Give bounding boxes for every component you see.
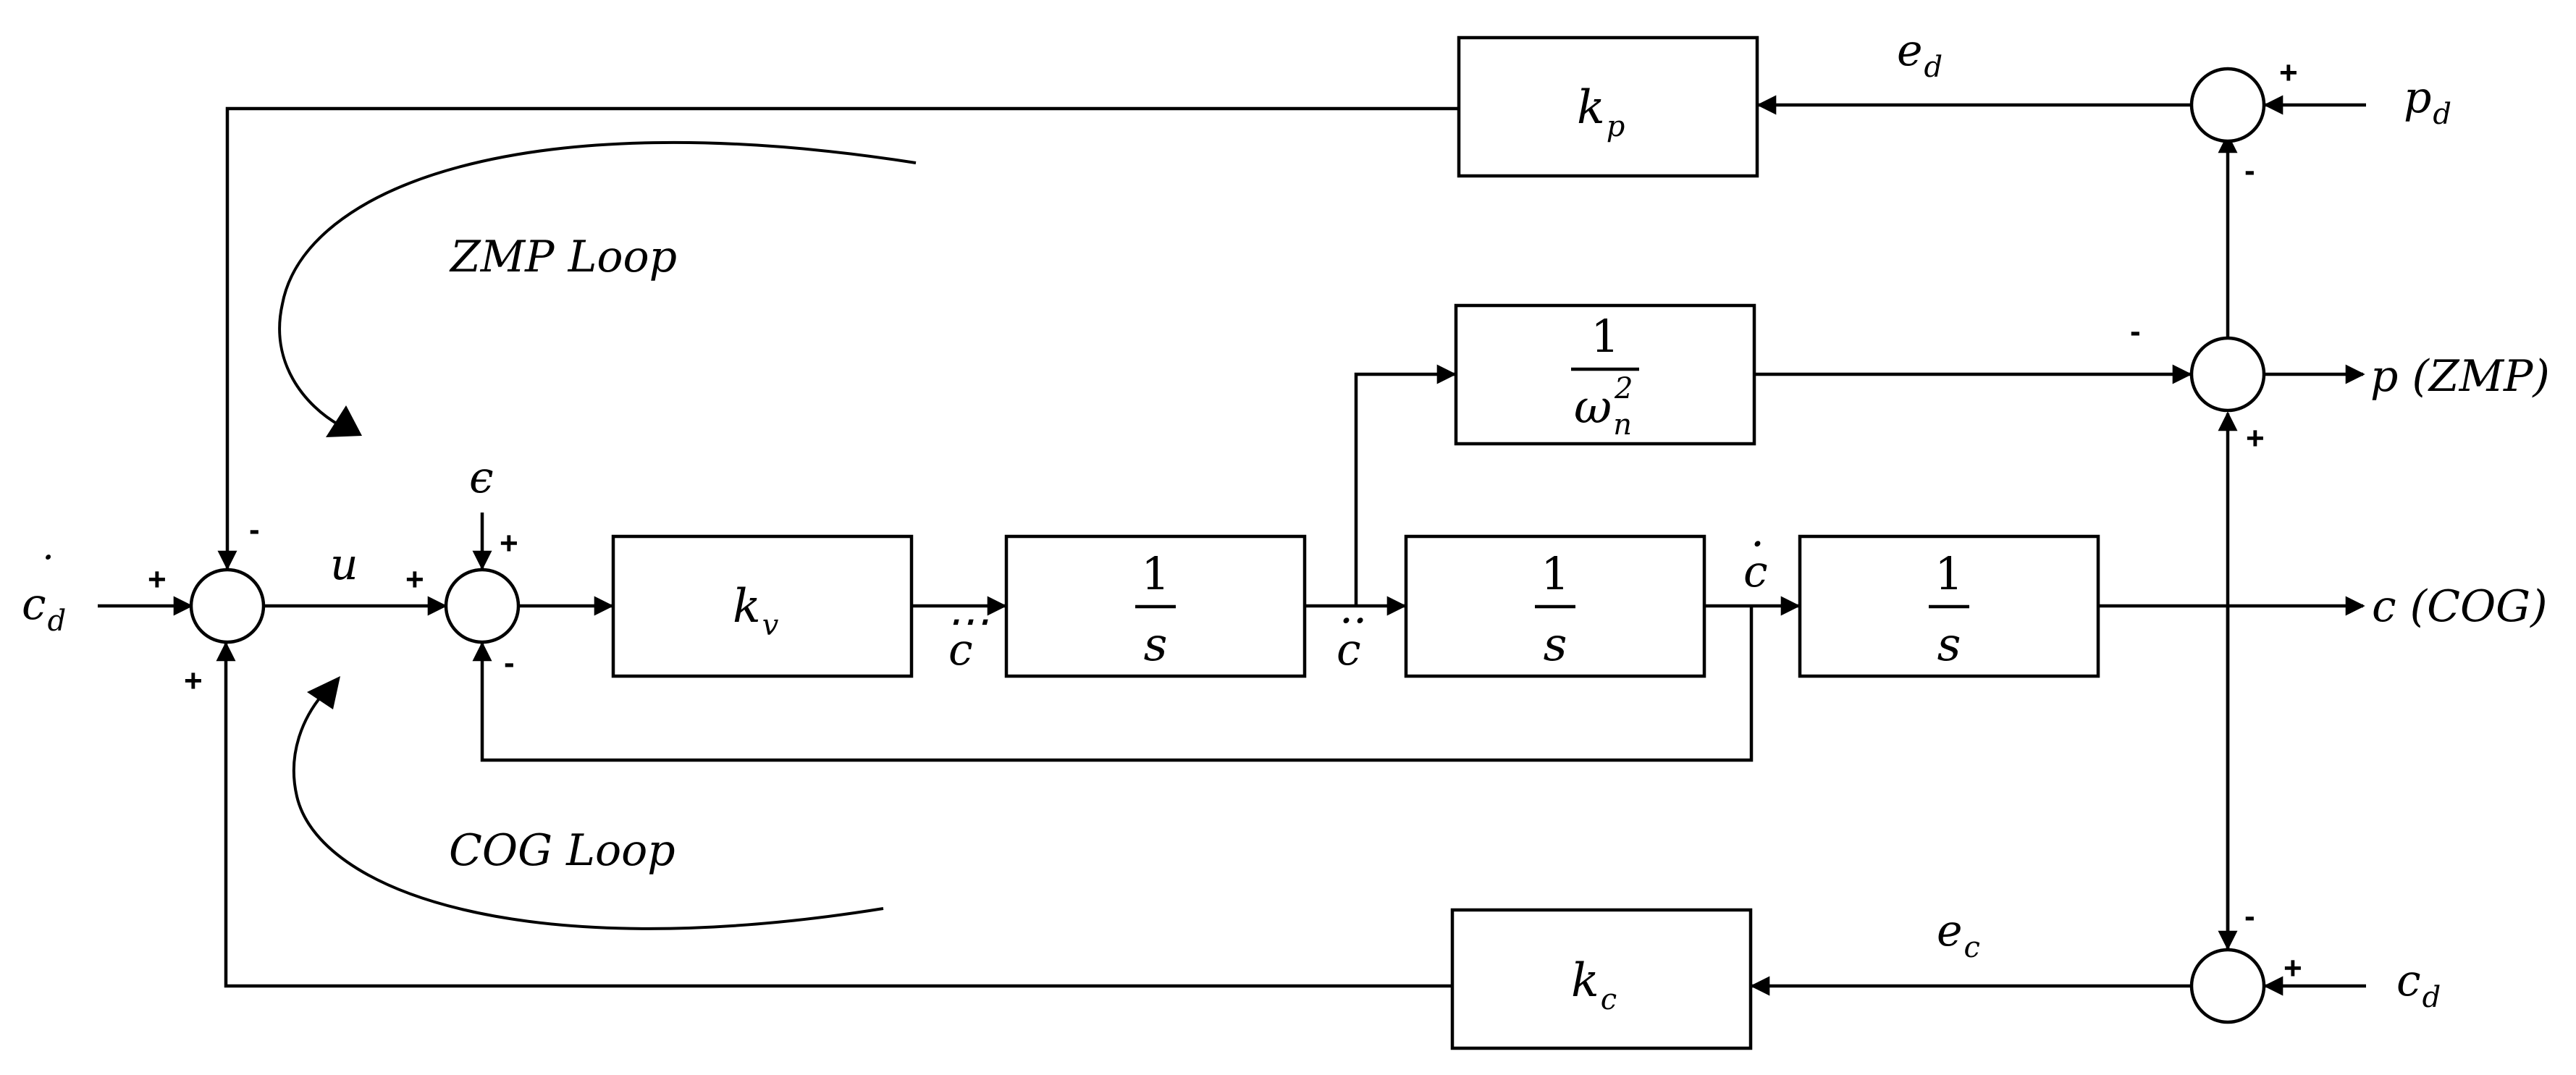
- sign-sumzmp-left: -: [2130, 313, 2141, 349]
- sign-sum1-bottom: +: [184, 663, 203, 699]
- label-zmp-output: p (ZMP): [2370, 351, 2550, 402]
- svg-text:kc: kc: [1571, 954, 1617, 1016]
- label-cd-dot-accent: ˙: [33, 548, 55, 599]
- block-kv: kv: [611, 534, 914, 678]
- cog-loop-arc: [292, 676, 884, 930]
- label-pd: pd: [2404, 72, 2451, 131]
- label-cog-loop: COG Loop: [449, 825, 675, 876]
- svg-text:s: s: [1144, 618, 1168, 672]
- svg-text:s: s: [1937, 618, 1961, 672]
- label-cd-dot: cd: [22, 579, 66, 638]
- label-u: u: [330, 539, 358, 590]
- block-integrator-2: 1 s: [1404, 534, 1706, 678]
- signal-wires: [98, 95, 2366, 996]
- svg-text:kp: kp: [1577, 81, 1625, 143]
- svg-text:2: 2: [1614, 372, 1633, 405]
- block-kp: kp: [1457, 35, 1759, 178]
- sign-sumcd-top: -: [2244, 898, 2255, 934]
- sum-junction-pd: [2189, 67, 2266, 143]
- svg-text:1: 1: [1541, 547, 1569, 600]
- svg-text:1: 1: [1935, 547, 1963, 600]
- block-omega-inverse: 1 ωn 2: [1454, 303, 1756, 446]
- label-c-dot-accent: ·: [1751, 519, 1764, 570]
- sum-junction-u: [189, 568, 266, 644]
- sign-sumpd-input: +: [2279, 55, 2298, 90]
- sign-sumpd-bottom: -: [2244, 153, 2255, 188]
- svg-text:1: 1: [1141, 547, 1169, 600]
- label-ed: ed: [1897, 25, 1942, 84]
- label-c-triple-dot-accent: ⋯: [946, 596, 989, 646]
- sum-junction-zmp: [2189, 336, 2266, 413]
- sign-sum2-bottom: -: [504, 645, 515, 680]
- junction-signs: + - + + + - + - - + - +: [148, 55, 2302, 986]
- sign-sum2-input: +: [405, 562, 424, 597]
- label-c-double-dot: c: [1337, 625, 1361, 675]
- block-kc: kc: [1450, 908, 1753, 1050]
- label-cog-output: c (COG): [2372, 581, 2548, 632]
- sum-junction-epsilon: [444, 568, 521, 644]
- svg-text:ωn: ωn: [1574, 381, 1632, 442]
- label-zmp-loop: ZMP Loop: [449, 232, 677, 282]
- svg-text:kv: kv: [733, 580, 779, 642]
- sign-sumzmp-bottom: +: [2246, 421, 2265, 456]
- label-cd: cd: [2396, 956, 2441, 1014]
- sign-sumcd-input: +: [2284, 950, 2302, 986]
- sign-sum1-top: -: [249, 512, 260, 547]
- block-integrator-3: 1 s: [1798, 534, 2100, 678]
- sign-sum2-top: +: [500, 526, 518, 561]
- sum-junction-cd: [2189, 948, 2266, 1024]
- label-c-triple-dot: c: [948, 625, 973, 675]
- label-ec: ec: [1937, 906, 1980, 964]
- label-c-double-dot-accent: ··: [1339, 596, 1367, 646]
- sign-sum1-input: +: [148, 562, 167, 597]
- label-c-dot: c: [1743, 547, 1768, 597]
- svg-text:1: 1: [1591, 310, 1619, 363]
- svg-text:s: s: [1544, 618, 1567, 672]
- zmp-loop-arc: [278, 140, 917, 437]
- block-integrator-1: 1 s: [1004, 534, 1307, 678]
- label-epsilon: ϵ: [469, 452, 494, 503]
